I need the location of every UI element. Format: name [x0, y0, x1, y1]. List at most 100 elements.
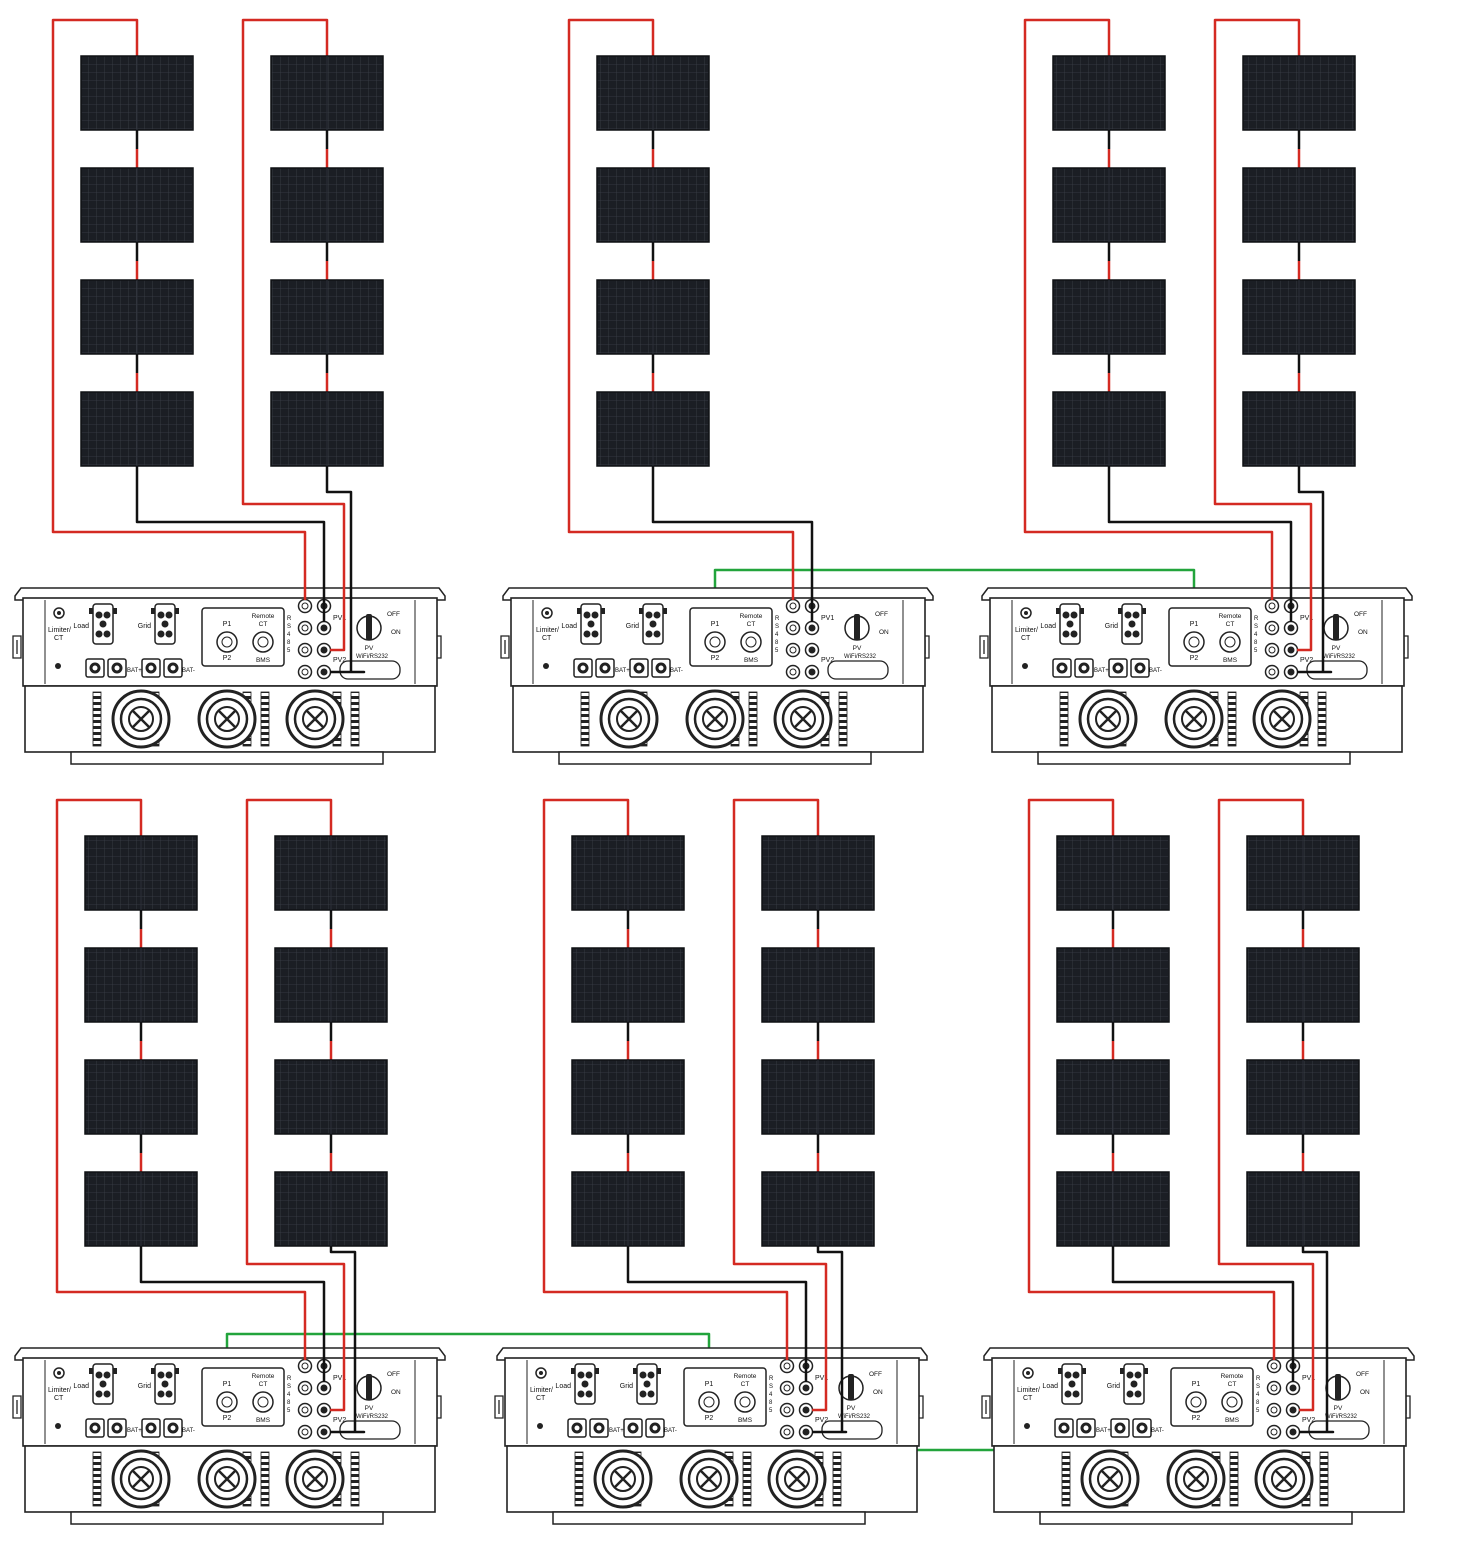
vent-slots: [580, 691, 590, 747]
parallel-port-inner: [703, 1396, 715, 1408]
pv2-label: PV2: [333, 1417, 346, 1424]
pv2-label: PV2: [1300, 657, 1313, 664]
vent-slots: [742, 1451, 752, 1507]
solar-panel: [1056, 1059, 1170, 1135]
cooling-fan-guard: [131, 1469, 151, 1489]
solar-panel: [596, 279, 710, 355]
load-connector-pin: [577, 1371, 585, 1379]
dc-switch-knob: [366, 614, 372, 640]
bms-port-inner: [1224, 636, 1236, 648]
load-connector-pin: [585, 1390, 593, 1398]
cooling-fan-guard: [1186, 1469, 1206, 1489]
p1-label: P1: [223, 621, 232, 628]
grid-connector-pin: [1134, 1371, 1142, 1379]
string-positive-lead: [245, 798, 346, 1412]
load-connector-pin: [1070, 611, 1078, 619]
load-connector-pin: [95, 1390, 103, 1398]
bms-port-inner: [257, 636, 269, 648]
solar-panel: [571, 1171, 685, 1247]
wifi-port: [1308, 1420, 1370, 1440]
pv-connector-core: [1270, 1362, 1278, 1370]
cooling-fan-guard: [131, 709, 151, 729]
wifi-port: [1306, 660, 1368, 680]
off-label: OFF: [869, 1371, 882, 1378]
cooling-fan-guard: [705, 709, 725, 729]
bat-minus-label: BAT-: [182, 1428, 195, 1434]
load-connector-pin: [1066, 620, 1074, 628]
limiter-label: Limiter/: [48, 1387, 71, 1394]
load-label: Load: [561, 623, 577, 630]
battery-connector-pin-core: [574, 1425, 580, 1431]
rs485-letter: 4: [769, 1392, 773, 1398]
vent-slots: [832, 1451, 842, 1507]
solar-panel: [1056, 947, 1170, 1023]
solar-panel: [596, 55, 710, 131]
inverter-base: [1039, 1511, 1353, 1525]
grid-connector-pin: [165, 611, 173, 619]
pv-switch-label: PV: [1332, 645, 1341, 652]
vent-slots: [92, 1451, 102, 1507]
string-negative-lead: [329, 1246, 366, 1434]
string-negative-lead: [812, 1246, 848, 1434]
load-connector-pin: [1064, 1371, 1072, 1379]
solar-panel: [84, 1059, 198, 1135]
solar-panel: [761, 1059, 875, 1135]
p1-label: P1: [1192, 1381, 1201, 1388]
grid-label: Grid: [1105, 623, 1118, 630]
load-connector-pin: [1072, 1390, 1080, 1398]
pv-connector-core: [1289, 1384, 1297, 1392]
bms-label: BMS: [744, 657, 759, 664]
p1-label: P1: [711, 621, 720, 628]
dc-wires: [51, 18, 1335, 1434]
grid-connector-clip: [663, 608, 667, 614]
pv-connector-core: [783, 1428, 791, 1436]
remote-label: Remote: [734, 1373, 757, 1380]
grid-connector-pin: [157, 611, 165, 619]
load-connector-pin: [587, 620, 595, 628]
grid-connector-pin: [645, 611, 653, 619]
grid-connector-pin: [1126, 1390, 1134, 1398]
remote-label: Remote: [1219, 613, 1242, 620]
load-connector-pin: [103, 1371, 111, 1379]
battery-connector-pin-core: [92, 665, 98, 671]
battery-connector-pin-core: [652, 1425, 658, 1431]
parallel-port-inner: [1188, 636, 1200, 648]
load-connector-pin: [103, 1390, 111, 1398]
load-connector-clip: [1058, 1368, 1062, 1374]
pv-connector-core: [1268, 602, 1276, 610]
pv-connector-core: [301, 646, 309, 654]
limiter-label: Limiter/: [1017, 1387, 1040, 1394]
string-negative-lead: [626, 1246, 808, 1382]
load-connector-clip: [113, 1368, 117, 1374]
grid-connector-pin: [653, 630, 661, 638]
solar-panel: [1246, 835, 1360, 911]
solar-panel: [274, 947, 388, 1023]
grid-connector-clip: [151, 1368, 155, 1374]
battery-connector-pin-core: [1115, 665, 1121, 671]
wifi-label: WiFi/RS232: [838, 1414, 871, 1420]
string-negative-lead: [325, 466, 366, 674]
battery-connector-pin-core: [658, 665, 664, 671]
load-connector-pin: [95, 630, 103, 638]
rs485-letter: 8: [287, 640, 291, 646]
mounting-flange: [502, 587, 934, 601]
load-connector-pin: [591, 611, 599, 619]
grid-connector-clip: [175, 608, 179, 614]
pv-connector-core: [808, 624, 816, 632]
parallel-port-inner: [1190, 1396, 1202, 1408]
solar-panel: [84, 835, 198, 911]
grid-connector-pin: [165, 1390, 173, 1398]
bat-plus-label: BAT+: [1096, 1428, 1111, 1434]
p2-label: P2: [1190, 655, 1199, 662]
rs485-letter: S: [287, 1384, 291, 1390]
pv-connector-core: [783, 1362, 791, 1370]
left-bracket: [981, 1395, 991, 1419]
grid-connector-pin: [1128, 620, 1136, 628]
load-connector-clip: [1082, 1368, 1086, 1374]
wifi-label: WiFi/RS232: [1323, 654, 1356, 660]
ct-label: CT: [542, 635, 552, 642]
vent-slots: [350, 691, 360, 747]
load-connector-clip: [577, 608, 581, 614]
pv-connector-core: [320, 668, 328, 676]
